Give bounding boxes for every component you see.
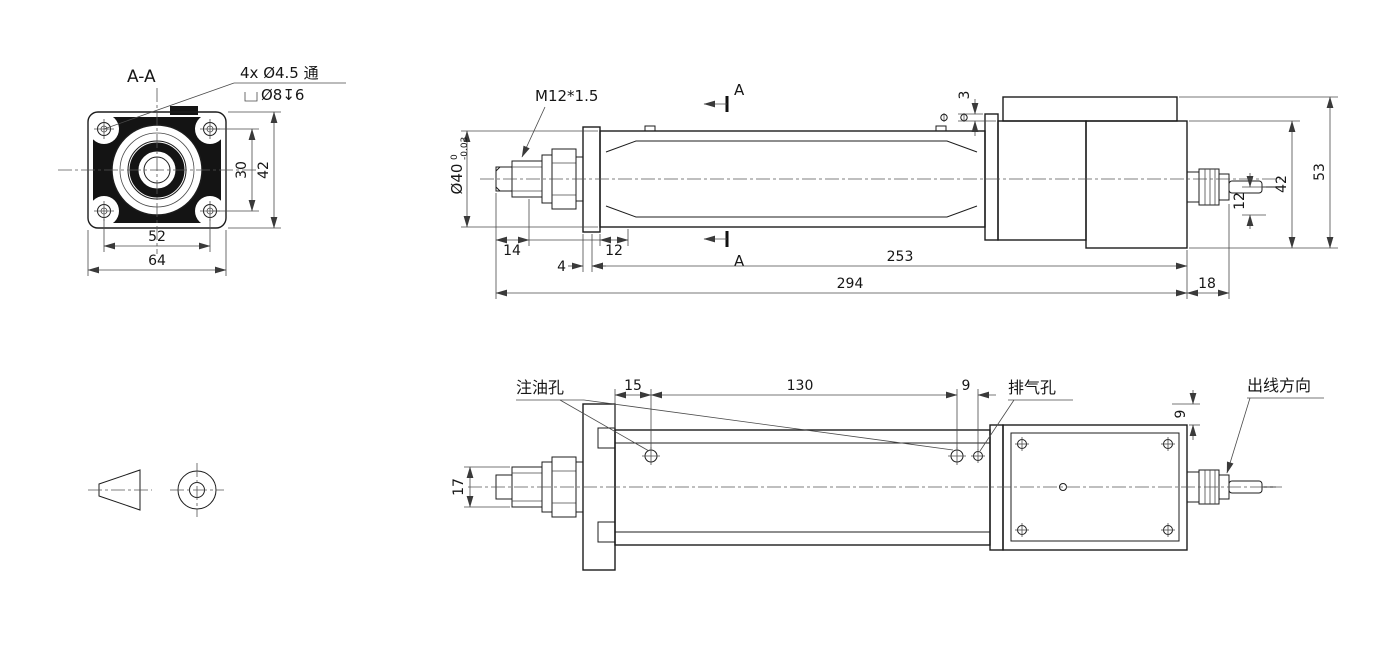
flange-key-tab — [170, 106, 198, 115]
housing-screw — [940, 113, 948, 122]
dim-64: 64 — [148, 253, 166, 269]
section-marker-letter: A — [734, 81, 745, 99]
dim-3: 3 — [957, 91, 973, 100]
section-view-aa: A-A — [58, 64, 346, 276]
front-flange-plate — [582, 126, 601, 233]
cable-gland — [1198, 168, 1220, 206]
bottom-view: 17 15 130 9 9 注油孔 排气孔 — [451, 376, 1324, 571]
exhaust-hole — [971, 449, 985, 463]
dim-42-flange: 42 — [256, 161, 272, 179]
dim-12: 12 — [605, 243, 623, 259]
drive-housing — [940, 96, 1188, 249]
tube-screw — [935, 125, 947, 132]
cover-screw — [1161, 437, 1175, 451]
gear-housing — [997, 120, 1087, 241]
dim-130: 130 — [787, 378, 814, 394]
dim-53: 53 — [1312, 163, 1328, 181]
cable-direction-callout: 出线方向 — [1226, 376, 1324, 474]
cover-screw — [1015, 523, 1029, 537]
counterbore-icon — [244, 92, 258, 102]
section-marker-letter: A — [734, 252, 745, 270]
hole-callout: 4x Ø4.5 通 Ø8↧6 — [103, 64, 346, 130]
flange-notch — [597, 521, 616, 543]
exhaust-hole-label: 排气孔 — [1008, 378, 1056, 397]
diameter-dimension: Ø40 0 -0.03 — [448, 130, 598, 228]
hole-note-line1: 4x Ø4.5 通 — [240, 64, 319, 82]
dim-294: 294 — [837, 276, 864, 292]
oil-hole-label: 注油孔 — [516, 378, 564, 397]
side-view: M12*1.5 Ø40 0 -0.03 A A — [448, 81, 1338, 299]
section-cut-marker-bottom: A — [703, 231, 745, 270]
dim-17: 17 — [451, 478, 467, 496]
dim-14: 14 — [503, 243, 521, 259]
height-dimensions: 12 42 53 — [1179, 96, 1338, 249]
adapter-plate — [984, 113, 999, 241]
dim-9-cable: 9 — [1173, 410, 1189, 419]
hole-note-line2: Ø8↧6 — [261, 86, 304, 104]
dim-15: 15 — [624, 378, 642, 394]
dim-9-exhaust: 9 — [962, 378, 971, 394]
adapter-plate — [989, 424, 1004, 551]
oil-hole-callout: 注油孔 — [516, 378, 954, 452]
dim-18: 18 — [1198, 276, 1216, 292]
section-cut-marker-top: A — [703, 81, 745, 112]
flange-notch — [597, 427, 616, 449]
thread-label: M12*1.5 — [535, 87, 598, 105]
section-view-title: A-A — [127, 67, 156, 87]
dim-dia40-tol-upper: 0 — [450, 154, 460, 160]
dim-253: 253 — [887, 249, 914, 265]
top-cover-box — [1002, 96, 1178, 122]
dim-4: 4 — [557, 259, 566, 275]
cone-symbol — [98, 469, 141, 511]
cylinder-tube — [599, 125, 986, 228]
dim-42-motor: 42 — [1274, 175, 1290, 193]
mounting-bolt-holes — [94, 119, 220, 221]
dim-dia40: Ø40 — [448, 164, 466, 195]
dim-12-connector: 12 — [1232, 192, 1248, 210]
motor-body — [1085, 120, 1188, 249]
cable-offset-dimension: 9 — [1172, 390, 1200, 440]
projection-angle-symbol — [88, 463, 224, 517]
hole-position-dimensions: 15 130 9 — [614, 378, 996, 450]
exhaust-hole-callout: 排气孔 — [979, 378, 1073, 452]
cover-screw — [1015, 437, 1029, 451]
dim-dia40-tol-lower: -0.03 — [460, 137, 470, 160]
cover-screw — [1161, 523, 1175, 537]
motor-housing — [989, 424, 1188, 551]
oil-hole — [642, 447, 660, 465]
bolt-hole — [94, 201, 114, 221]
rod-width-dimension: 17 — [451, 466, 510, 508]
length-dimensions: 14 12 4 253 294 18 — [495, 193, 1230, 299]
tube-screw — [644, 125, 656, 132]
thread-callout: M12*1.5 — [521, 87, 598, 158]
cable-direction-label: 出线方向 — [1247, 376, 1311, 395]
oil-hole — [948, 447, 966, 465]
step-dimension-3: 3 — [957, 91, 996, 136]
